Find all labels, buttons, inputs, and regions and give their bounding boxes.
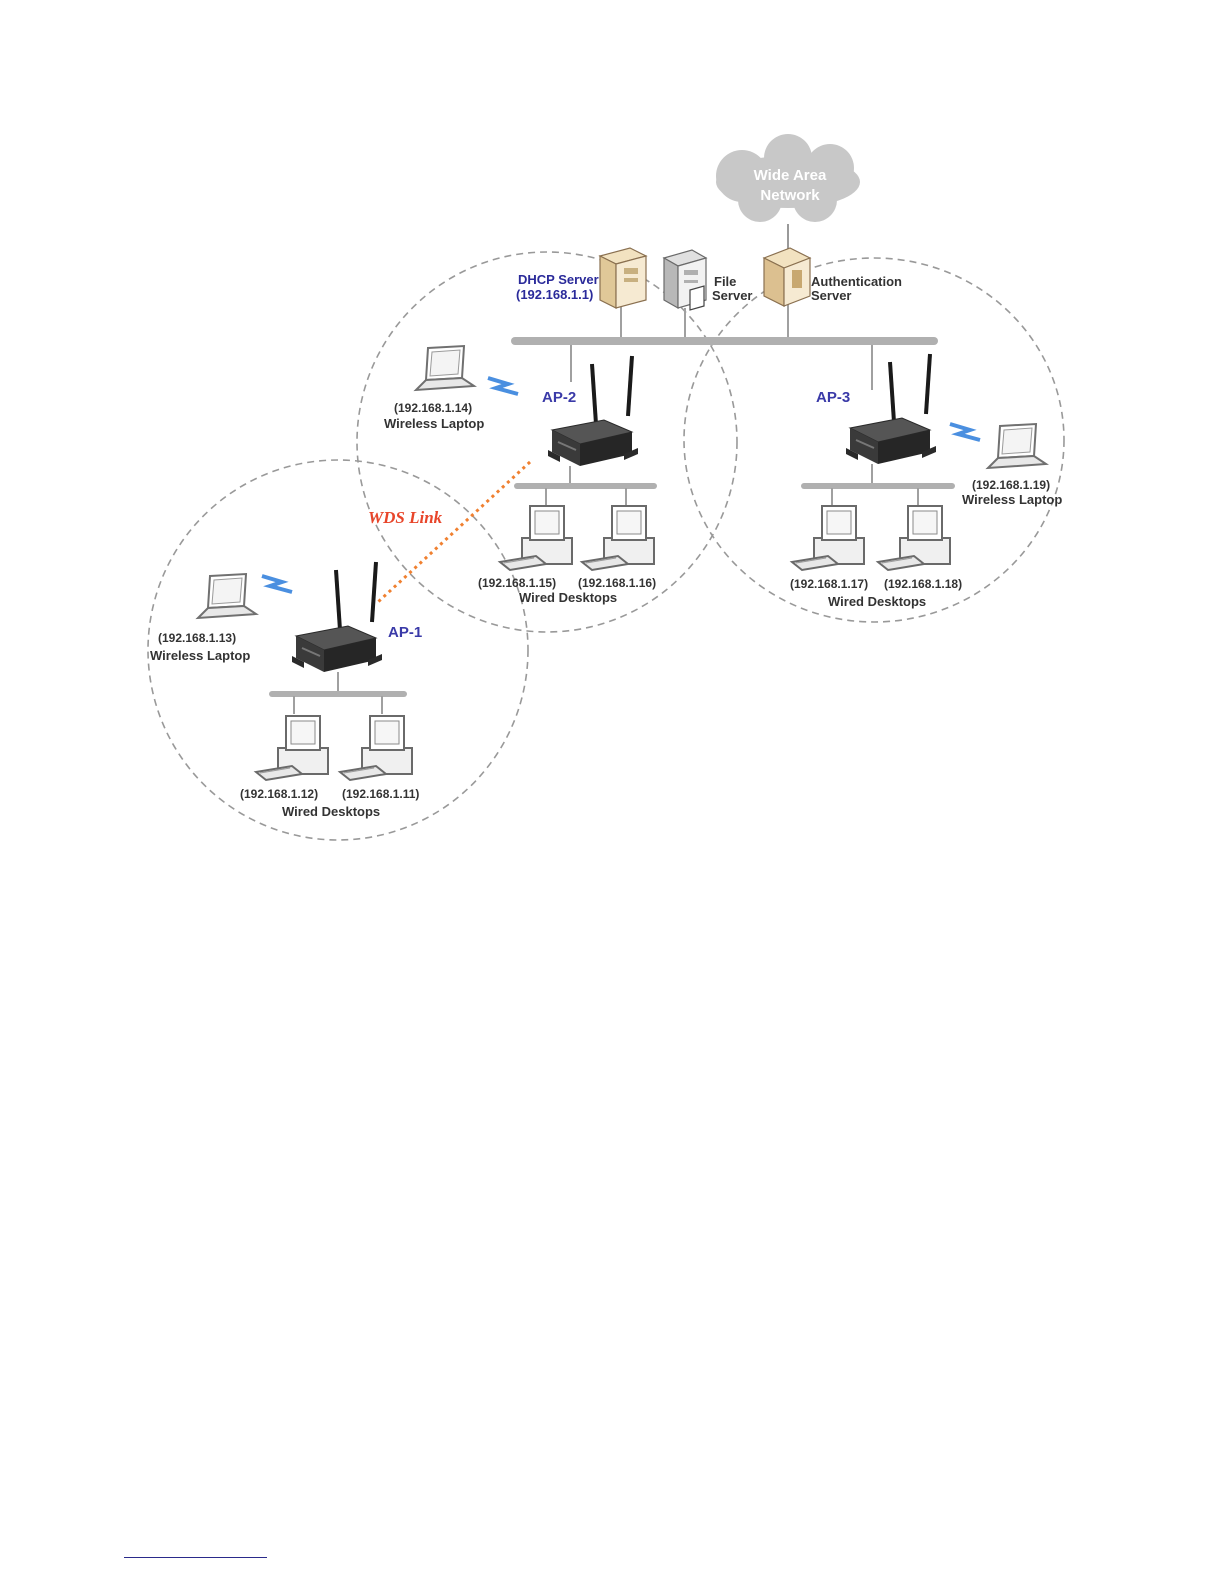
ap1-label: AP-1	[388, 624, 422, 641]
footnote-separator	[124, 1557, 267, 1558]
auth-label-line2: Server	[811, 288, 851, 303]
ap3-desktop-b-ip: (192.168.1.18)	[884, 577, 962, 591]
dhcp-label-line2: (192.168.1.1)	[516, 287, 593, 302]
signal-icon-ap1	[260, 574, 294, 594]
signal-icon-ap3	[948, 422, 982, 442]
desktop-icon-ap2-a	[499, 505, 573, 571]
dhcp-label-line1: DHCP Server	[518, 272, 599, 287]
ap2-desktop-a-ip: (192.168.1.15)	[478, 576, 556, 590]
file-server-icon	[662, 249, 708, 311]
ap3-desktops-label: Wired Desktops	[828, 594, 926, 609]
wan-label-line1: Wide Area	[754, 167, 827, 184]
access-point-icon-ap2	[546, 354, 640, 468]
dhcp-server-icon	[598, 247, 648, 309]
cell-ap2-boundary	[356, 251, 738, 633]
access-point-icon-ap1	[290, 560, 384, 674]
laptop-icon-ap1	[197, 573, 257, 619]
ap1-desktops-label: Wired Desktops	[282, 804, 380, 819]
ap1-desktop-b-ip: (192.168.1.11)	[342, 787, 419, 801]
file-label-line2: Server	[712, 288, 752, 303]
desktop-icon-ap1-a	[255, 715, 329, 781]
ap2-desktop-b-ip: (192.168.1.16)	[578, 576, 656, 590]
ap2-laptop-ip: (192.168.1.14)	[394, 401, 472, 415]
desktop-icon-ap3-a	[791, 505, 865, 571]
desktop-icon-ap1-b	[339, 715, 413, 781]
laptop-icon-ap2	[415, 345, 475, 391]
ap1-laptop-label: Wireless Laptop	[150, 648, 250, 663]
auth-server-icon	[762, 247, 812, 307]
ap1-laptop-ip: (192.168.1.13)	[158, 631, 236, 645]
access-point-icon-ap3	[844, 352, 938, 466]
ap3-laptop-label: Wireless Laptop	[962, 492, 1062, 507]
auth-label-line1: Authentication	[811, 274, 902, 289]
desktop-icon-ap3-b	[877, 505, 951, 571]
ap1-desktop-a-ip: (192.168.1.12)	[240, 787, 318, 801]
wds-link-label: WDS Link	[368, 508, 443, 527]
ap2-desktops-label: Wired Desktops	[519, 590, 617, 605]
ap3-label: AP-3	[816, 389, 850, 406]
cell-ap3-boundary	[683, 257, 1065, 623]
file-label-line1: File	[714, 274, 736, 289]
laptop-icon-ap3	[987, 423, 1047, 469]
ap3-laptop-ip: (192.168.1.19)	[972, 478, 1050, 492]
cell-ap1-boundary	[147, 459, 529, 841]
wan-label-line2: Network	[760, 187, 820, 204]
ap2-laptop-label: Wireless Laptop	[384, 416, 484, 431]
signal-icon-ap2	[486, 376, 520, 396]
desktop-icon-ap2-b	[581, 505, 655, 571]
ap3-desktop-a-ip: (192.168.1.17)	[790, 577, 868, 591]
ap2-label: AP-2	[542, 389, 576, 406]
wan-cloud: Wide Area Network	[716, 134, 860, 222]
